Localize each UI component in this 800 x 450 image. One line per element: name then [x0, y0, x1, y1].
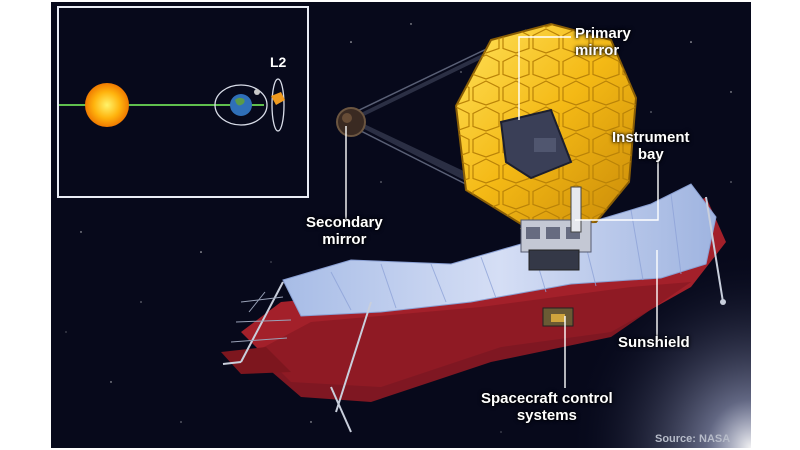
diagram-canvas: L2 Primary mirror Instrument bay Seconda… — [51, 2, 751, 448]
instrument-bay-label: Instrument bay — [612, 129, 690, 163]
l2-label: L2 — [270, 54, 287, 70]
telescope-icon — [271, 92, 285, 105]
primary-mirror-label: Primary mirror — [575, 25, 631, 59]
telescope-illustration — [65, 22, 751, 448]
starfield — [65, 23, 732, 433]
l2-halo-orbit — [271, 78, 285, 132]
orbit-inset — [57, 6, 309, 198]
sunshield-blue-layer — [282, 183, 717, 317]
source-credit: Source: NASA — [655, 433, 731, 445]
sunshield-label: Sunshield — [618, 334, 690, 351]
leader-lines — [345, 36, 659, 388]
boom-tip — [720, 299, 726, 305]
primary-mirror — [454, 22, 638, 250]
instrument-module — [570, 186, 582, 233]
sunshield-booms — [222, 196, 724, 433]
moon-icon — [254, 89, 260, 95]
orbit-inset-graphic — [59, 78, 285, 132]
sun-icon — [85, 83, 129, 127]
moon-orbit — [214, 84, 268, 126]
secondary-mirror-label: Secondary mirror — [306, 214, 383, 248]
secondary-mirror-disc — [336, 107, 366, 137]
spacecraft-control-label: Spacecraft control systems — [481, 390, 613, 424]
instrument-bay-structure — [520, 186, 592, 271]
boom-struts — [230, 291, 292, 343]
bus-panel — [551, 314, 565, 322]
